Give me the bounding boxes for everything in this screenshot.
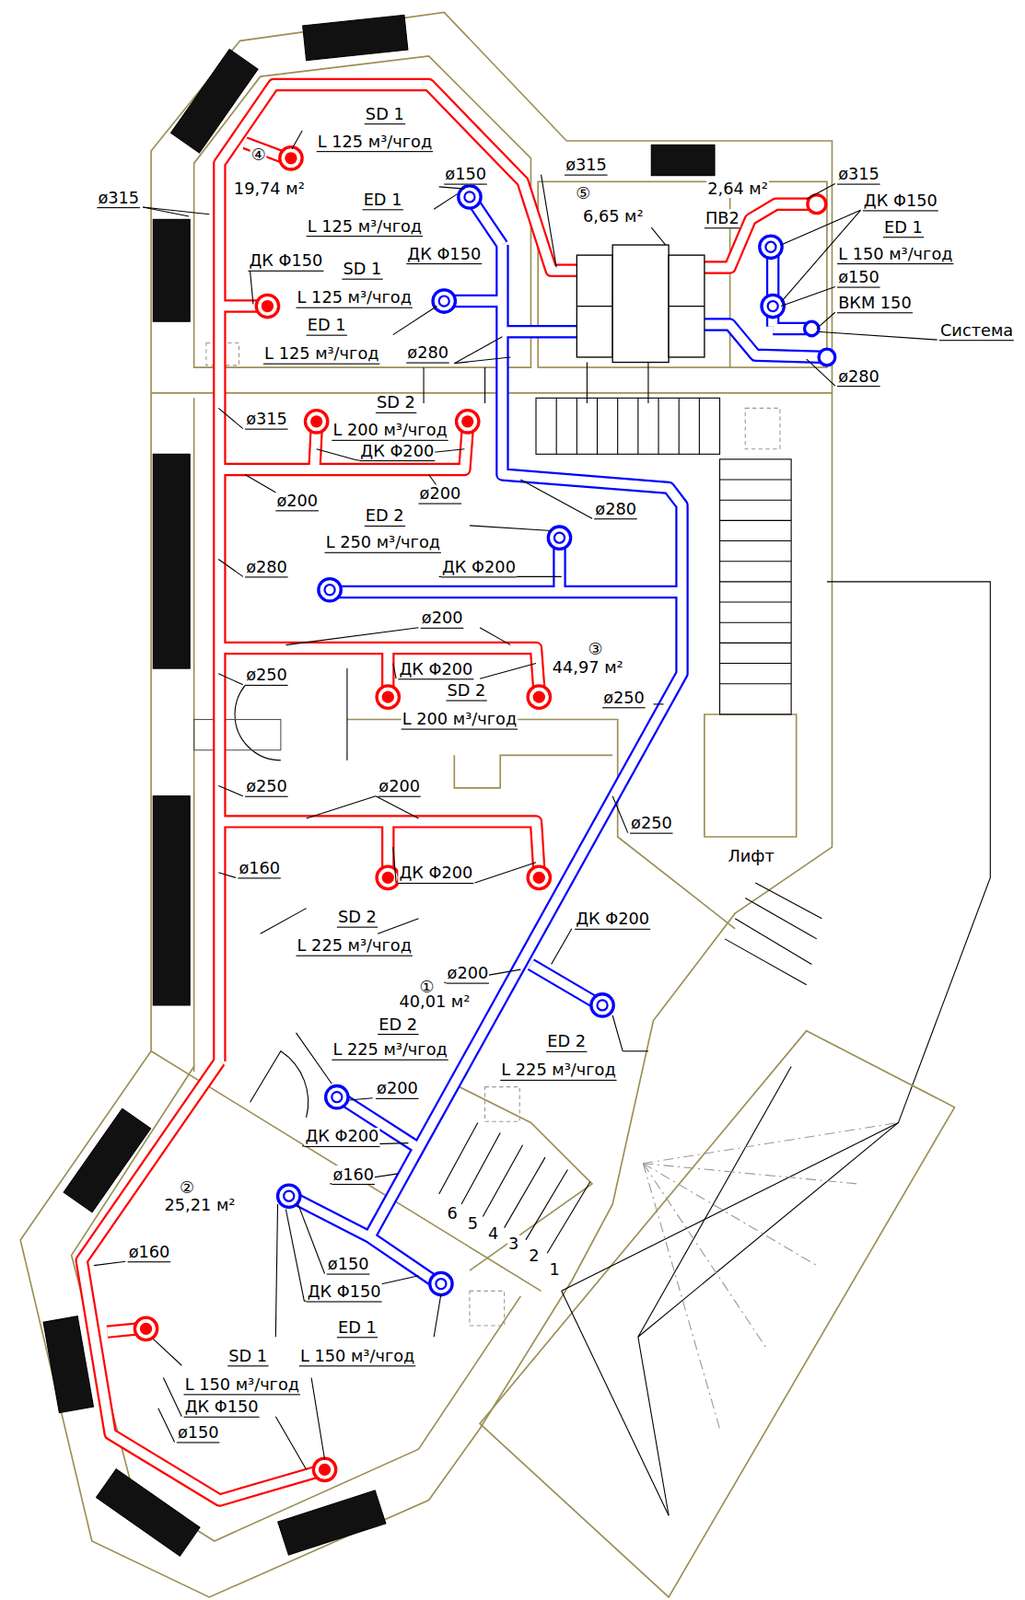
duct-label: ED 1 <box>306 316 348 337</box>
duct-label: ВКМ 150 <box>837 293 913 314</box>
duct-label: ДК Φ150 <box>306 1282 383 1303</box>
duct-label: ДК Φ150 <box>862 191 939 211</box>
duct-label: L 125 м³/чгод <box>263 345 381 365</box>
duct-label: L 250 м³/чгод <box>325 534 443 554</box>
duct-label: ø160 <box>128 1243 172 1263</box>
duct-label: ø200 <box>419 485 463 505</box>
duct-label: ø200 <box>445 965 490 985</box>
duct-label: ø200 <box>375 1080 420 1100</box>
duct-label: L 150 м³/чгод <box>837 244 955 265</box>
duct-label: ДК Φ200 <box>303 1128 380 1148</box>
duct-label: ø250 <box>244 778 289 798</box>
room-label: 2,64 м² <box>706 179 769 199</box>
room-label: 1 <box>547 1260 561 1280</box>
duct-label: ø250 <box>602 688 646 709</box>
room-label: 3 <box>507 1234 521 1254</box>
duct-label: ø150 <box>837 268 881 289</box>
duct-label: ø150 <box>176 1423 221 1444</box>
duct-label: L 150 м³/чгод <box>184 1375 302 1396</box>
duct-label: Система <box>939 321 1014 341</box>
duct-label: L 125 м³/чгод <box>316 132 434 152</box>
duct-label: ø315 <box>837 165 881 186</box>
duct-label: L 200 м³/чгод <box>401 710 519 731</box>
duct-label: ø315 <box>564 156 608 176</box>
duct-label: ø200 <box>275 491 319 512</box>
duct-label: ДК Φ200 <box>359 442 435 462</box>
duct-label: ДК Φ150 <box>247 252 324 272</box>
room-label: 40,01 м² <box>397 993 471 1013</box>
room-label: 19,74 м² <box>232 179 306 199</box>
duct-label: ø200 <box>420 609 465 629</box>
room-label: 6,65 м² <box>582 207 645 226</box>
duct-label: ø280 <box>406 344 450 364</box>
duct-label: ED 1 <box>337 1318 378 1339</box>
duct-label: L 225 м³/чгод <box>331 1041 449 1061</box>
room-label: 5 <box>466 1214 480 1234</box>
duct-label: ДК Φ200 <box>441 558 517 578</box>
duct-label: ДК Φ150 <box>406 244 482 265</box>
duct-label: ДК Φ200 <box>397 864 474 885</box>
duct-label: ED 2 <box>364 507 406 527</box>
duct-label: L 150 м³/чгод <box>299 1347 417 1367</box>
duct-label: L 225 м³/чгод <box>295 937 413 957</box>
duct-label: ø160 <box>237 859 281 879</box>
duct-label: SD 1 <box>364 104 406 125</box>
room-label: ② <box>178 1178 196 1198</box>
duct-label: L 200 м³/чгод <box>331 421 449 442</box>
room-label: Лифт <box>726 847 776 866</box>
room-label: 25,21 м² <box>163 1196 236 1215</box>
duct-label: ДК Φ150 <box>184 1398 260 1419</box>
room-label: 4 <box>487 1224 501 1244</box>
duct-label: ø250 <box>244 666 289 687</box>
duct-label: SD 2 <box>375 394 417 414</box>
room-label: ③ <box>586 640 604 659</box>
duct-label: ø280 <box>837 367 881 387</box>
duct-label: ED 2 <box>546 1033 587 1053</box>
duct-label: ED 1 <box>362 190 404 210</box>
duct-label: ДК Φ200 <box>397 660 474 680</box>
duct-label: L 225 м³/чгод <box>500 1061 618 1082</box>
duct-label: ø200 <box>377 778 421 798</box>
duct-label: ø250 <box>629 815 674 835</box>
duct-label: ø280 <box>594 500 638 520</box>
duct-label: ø150 <box>443 165 488 186</box>
room-label: 6 <box>445 1204 459 1224</box>
room-label: ⑤ <box>574 185 592 204</box>
duct-label: ED 1 <box>883 218 924 238</box>
duct-label: ø315 <box>96 188 140 209</box>
duct-label: ДК Φ200 <box>574 910 651 931</box>
room-label: 44,97 м² <box>551 658 625 677</box>
room-label: 2 <box>527 1247 541 1267</box>
duct-label: ø280 <box>244 558 289 578</box>
duct-label: ПВ2 <box>704 209 741 229</box>
duct-label: SD 1 <box>341 260 383 280</box>
duct-label: ED 2 <box>377 1015 419 1036</box>
duct-label: SD 1 <box>227 1347 268 1367</box>
duct-label: SD 2 <box>337 908 378 929</box>
duct-label: ø315 <box>244 410 289 431</box>
duct-label: ø160 <box>331 1165 375 1186</box>
room-label: ④ <box>250 146 268 165</box>
duct-label: SD 2 <box>445 682 487 702</box>
duct-label: ø150 <box>326 1256 371 1276</box>
duct-label: L 125 м³/чгод <box>306 217 424 237</box>
duct-label: L 125 м³/чгод <box>295 289 413 309</box>
